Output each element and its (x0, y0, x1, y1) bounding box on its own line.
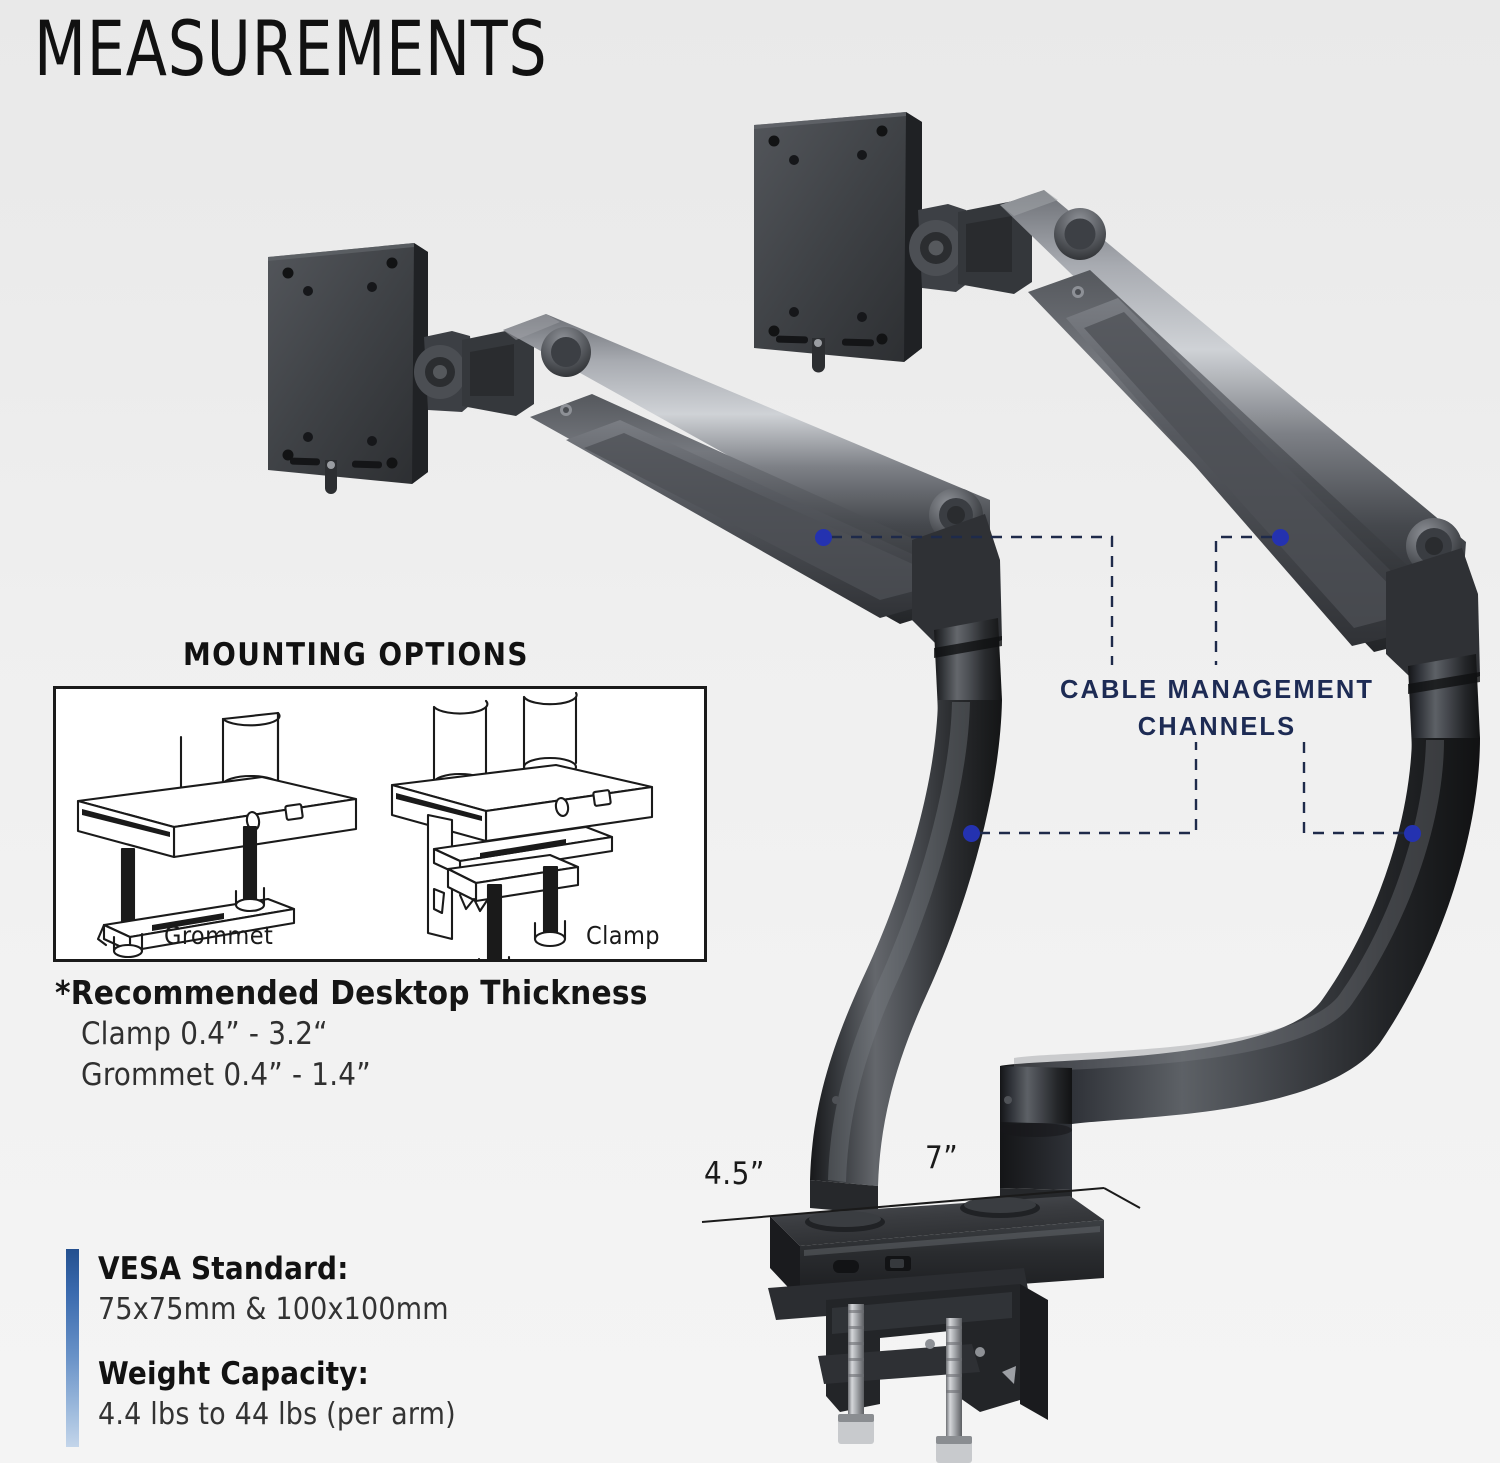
spec-title-weight: Weight Capacity: (98, 1356, 370, 1392)
specs-accent-bar (66, 1249, 79, 1447)
specifications-block: VESA Standard: 75x75mm & 100x100mm Weigh… (66, 1249, 536, 1447)
desktop-thickness-grommet: Grommet 0.4” - 1.4” (81, 1057, 371, 1093)
monitor-arm-left (503, 314, 990, 624)
spec-item-weight: Weight Capacity: 4.4 lbs to 44 lbs (per … (98, 1354, 536, 1435)
spec-spacer (66, 1330, 536, 1354)
cable-management-line2: CHANNELS (1137, 713, 1297, 741)
desktop-thickness-clamp: Clamp 0.4” - 3.2“ (81, 1016, 328, 1052)
mounting-options-diagram (76, 691, 654, 959)
dimension-lines (701, 1187, 1141, 1223)
monitor-arm-right (1000, 190, 1466, 652)
tilt-joint-right (909, 200, 1032, 294)
page-title: MEASUREMENTS (34, 4, 548, 93)
desktop-thickness-note: *Recommended Desktop Thickness Clamp 0.4… (55, 972, 648, 1096)
dimension-label-width: 7” (925, 1140, 959, 1176)
post-left (810, 514, 1002, 1214)
cable-callout-dot-upper-left (815, 529, 832, 546)
mounting-option-label-grommet: Grommet (164, 921, 274, 950)
mounting-options-panel: Grommet Clamp (53, 686, 707, 962)
cable-management-line1: CABLE MANAGEMENT (1059, 676, 1375, 704)
desk-clamp (768, 1268, 1048, 1463)
post-right (1000, 548, 1480, 1218)
desktop-thickness-heading: *Recommended Desktop Thickness (55, 973, 648, 1012)
spec-title-vesa: VESA Standard: (98, 1251, 349, 1287)
grommet-diagram (76, 711, 358, 959)
mounting-options-heading: MOUNTING OPTIONS (183, 637, 529, 673)
spec-value-weight: 4.4 lbs to 44 lbs (per arm) (98, 1397, 456, 1432)
cable-callout-dot-lower-left (963, 825, 980, 842)
cable-callout-dot-upper-right (1272, 529, 1289, 546)
cable-callout-dot-lower-right (1404, 825, 1421, 842)
clamp-diagram (390, 691, 654, 959)
spec-item-vesa: VESA Standard: 75x75mm & 100x100mm (98, 1249, 536, 1330)
desk-base (770, 1196, 1104, 1300)
tilt-joint-left (414, 328, 534, 416)
vesa-plate-right (754, 112, 922, 373)
spec-value-vesa: 75x75mm & 100x100mm (98, 1292, 449, 1327)
mounting-option-label-clamp: Clamp (586, 921, 660, 950)
dimension-label-depth: 4.5” (704, 1156, 765, 1192)
vesa-plate-left (268, 243, 428, 494)
cable-management-callout: CABLE MANAGEMENT CHANNELS (1027, 672, 1407, 746)
